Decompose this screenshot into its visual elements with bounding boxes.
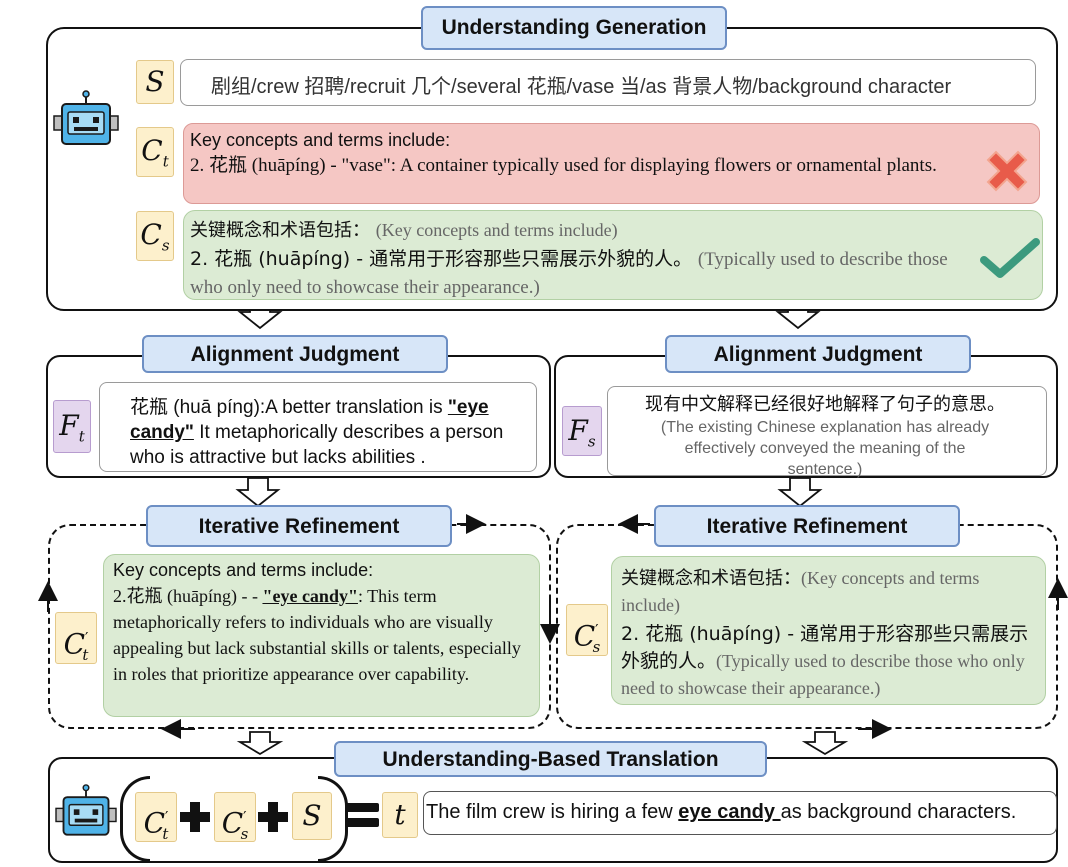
formula-ct-prime: C′t	[135, 792, 177, 843]
formula-cs-prime: C′s	[214, 792, 256, 843]
cs-refined-line2: 2. 花瓶 (huāpíng) - 通常用于形容那些只需展示外貌的人。(Typi…	[621, 623, 1029, 698]
plus-icon	[256, 800, 290, 834]
ct-line1: Key concepts and terms include:	[190, 130, 451, 150]
fs-text-zh: 现有中文解释已经很好地解释了句子的意思。	[645, 394, 1005, 415]
ft-symbol: Ft	[53, 400, 91, 453]
cs-refined-line1: 关键概念和术语包括：(Key concepts and terms includ…	[621, 568, 980, 615]
eye-candy-term: "eye candy"	[130, 397, 489, 443]
equals-icon	[344, 800, 380, 830]
eye-candy-output: eye candy	[678, 801, 781, 823]
cs-explanation-box: 关键概念和术语包括： (Key concepts and terms inclu…	[183, 210, 1043, 300]
fs-text-en: (The existing Chinese explanation has al…	[660, 419, 990, 478]
fs-feedback-box: 现有中文解释已经很好地解释了句子的意思。 (The existing Chine…	[607, 386, 1047, 478]
alignment-right-title: Alignment Judgment	[665, 335, 971, 373]
cs-refined-box: 关键概念和术语包括：(Key concepts and terms includ…	[611, 556, 1046, 705]
robot-icon	[50, 784, 122, 844]
understanding-generation-title: Understanding Generation	[421, 6, 727, 50]
refinement-right-title: Iterative Refinement	[654, 505, 960, 547]
cross-icon	[982, 146, 1032, 196]
ct-refined-line2: 2.花瓶 (huāpíng) - - "eye candy": This ter…	[113, 586, 521, 684]
source-sentence: 剧组/crew 招聘/recruit 几个/several 花瓶/vase 当/…	[211, 76, 952, 98]
translation-output-box: The film crew is hiring a few eye candy …	[423, 791, 1057, 835]
source-symbol: S	[136, 60, 174, 104]
ct-line2: 2. 花瓶 (huāpíng) - "vase": A container ty…	[190, 155, 937, 176]
translation-title: Understanding-Based Translation	[334, 741, 767, 777]
cs-symbol: Cs	[136, 211, 174, 261]
plus-icon	[178, 800, 212, 834]
ct-symbol: Ct	[136, 127, 174, 177]
fs-symbol: Fs	[562, 406, 602, 456]
ct-refined-box: Key concepts and terms include: 2.花瓶 (hu…	[103, 554, 540, 717]
formula-t: t	[382, 792, 418, 838]
robot-icon	[50, 90, 122, 154]
cs-line1: 关键概念和术语包括： (Key concepts and terms inclu…	[190, 220, 618, 241]
ft-feedback-box: 花瓶 (huā píng):A better translation is "e…	[99, 382, 537, 472]
cs-prime-symbol: C′s	[566, 604, 608, 656]
ct-explanation-box: Key concepts and terms include: 2. 花瓶 (h…	[183, 123, 1040, 204]
ct-prime-symbol: C′t	[55, 612, 97, 664]
cs-line2: 2. 花瓶 (huāpíng) - 通常用于形容那些只需展示外貌的人。 (Typ…	[190, 248, 948, 298]
source-sentence-box: 剧组/crew 招聘/recruit 几个/several 花瓶/vase 当/…	[180, 59, 1036, 106]
check-icon	[980, 236, 1040, 280]
refinement-left-title: Iterative Refinement	[146, 505, 452, 547]
formula-s: S	[292, 792, 332, 840]
alignment-left-title: Alignment Judgment	[142, 335, 448, 373]
ct-refined-line1: Key concepts and terms include:	[113, 560, 374, 580]
